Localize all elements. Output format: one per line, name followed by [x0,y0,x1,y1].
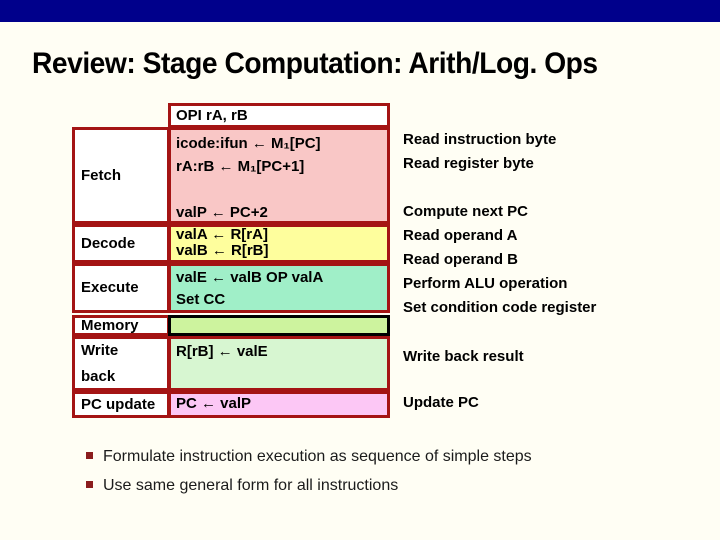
stage-cell-pc-update: PC update [72,391,170,418]
description-line: Read instruction byte [403,131,557,148]
description-line: Perform ALU operation [403,275,568,292]
pc-update-computation-box: PC ← valP [168,391,390,418]
top-bar [0,0,720,22]
stage-label: Fetch [81,166,122,184]
description-line: Write back result [403,348,524,365]
stage-label: Execute [81,279,139,296]
bullet-text: Use same general form for all instructio… [103,477,399,494]
bullet-square-icon [86,481,93,488]
stage-label: Memory [81,316,139,334]
bullet-item: Use same general form for all instructio… [86,476,398,495]
bullet-text: Formulate instruction execution as seque… [103,448,532,465]
stage-cell-memory: Memory [72,315,170,336]
decode-computation-box: valA ← R[rA] valB ← R[rB] [168,224,390,263]
computation-line: valB ← R[rB] [176,242,269,259]
execute-computation-box: valE ← valB OP valA Set CC [168,263,390,313]
computation-line: R[rB] ← valE [176,343,268,360]
computation-line: valA ← R[rA] [176,226,268,243]
computation-line: Set CC [176,291,226,308]
computation-line: valE ← valB OP valA [176,269,324,286]
computation-line: icode:ifun ← M₁[PC] [176,135,321,152]
stage-label: Decode [81,234,136,252]
description-line: Read operand A [403,227,518,244]
instruction-header-box: OPI rA, rB [168,103,390,128]
description-line: Update PC [403,394,479,411]
fetch-computation-box: icode:ifun ← M₁[PC] rA:rB ← M₁[PC+1] val… [168,127,390,224]
computation-line: PC ← valP [176,395,252,412]
description-line: Read operand B [403,251,519,268]
description-line: Read register byte [403,155,534,172]
description-line: Compute next PC [403,203,529,220]
bullet-square-icon [86,452,93,459]
stage-label: PC update [81,395,156,413]
memory-computation-box [168,315,390,336]
computation-line: valP ← PC+2 [176,204,268,221]
computation-line: rA:rB ← M₁[PC+1] [176,158,305,175]
write-back-computation-box: R[rB] ← valE [168,336,390,391]
stage-cell-execute: Execute [72,263,170,313]
stage-cell-fetch: Fetch [72,127,170,224]
stage-label: Write back [81,341,119,385]
page-title: Review: Stage Computation: Arith/Log. Op… [32,47,598,80]
description-line: Set condition code register [403,299,597,316]
stage-cell-decode: Decode [72,224,170,263]
stage-cell-write-back: Write back [72,336,170,391]
bullet-item: Formulate instruction execution as seque… [86,447,532,466]
instruction-header-label: OPI rA, rB [176,107,248,124]
